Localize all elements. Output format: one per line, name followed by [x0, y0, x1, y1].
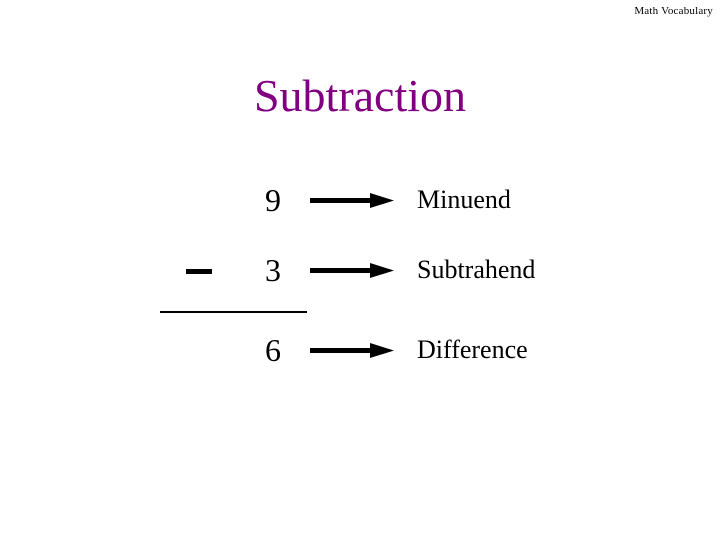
minus-sign-icon [186, 269, 212, 274]
minuend-value: 9 [265, 182, 281, 218]
equation-rule [160, 311, 307, 313]
equation-row-difference: 6 Difference [0, 328, 720, 374]
right-arrow-icon [310, 341, 394, 361]
difference-value: 6 [265, 332, 281, 368]
right-arrow-icon [310, 191, 394, 211]
slide-header-text: Math Vocabulary [634, 5, 713, 17]
subtrahend-value: 3 [265, 252, 281, 288]
equation-row-subtrahend: 3 Subtrahend [0, 248, 720, 294]
right-arrow-icon [310, 261, 394, 281]
subtrahend-label: Subtrahend [417, 255, 536, 284]
page-title: Subtraction [253, 70, 467, 121]
minuend-label: Minuend [417, 185, 511, 214]
subtraction-equation: 9 Minuend 3 Subtrahend [0, 170, 720, 400]
equation-row-minuend: 9 Minuend [0, 178, 720, 224]
difference-label: Difference [417, 335, 528, 364]
